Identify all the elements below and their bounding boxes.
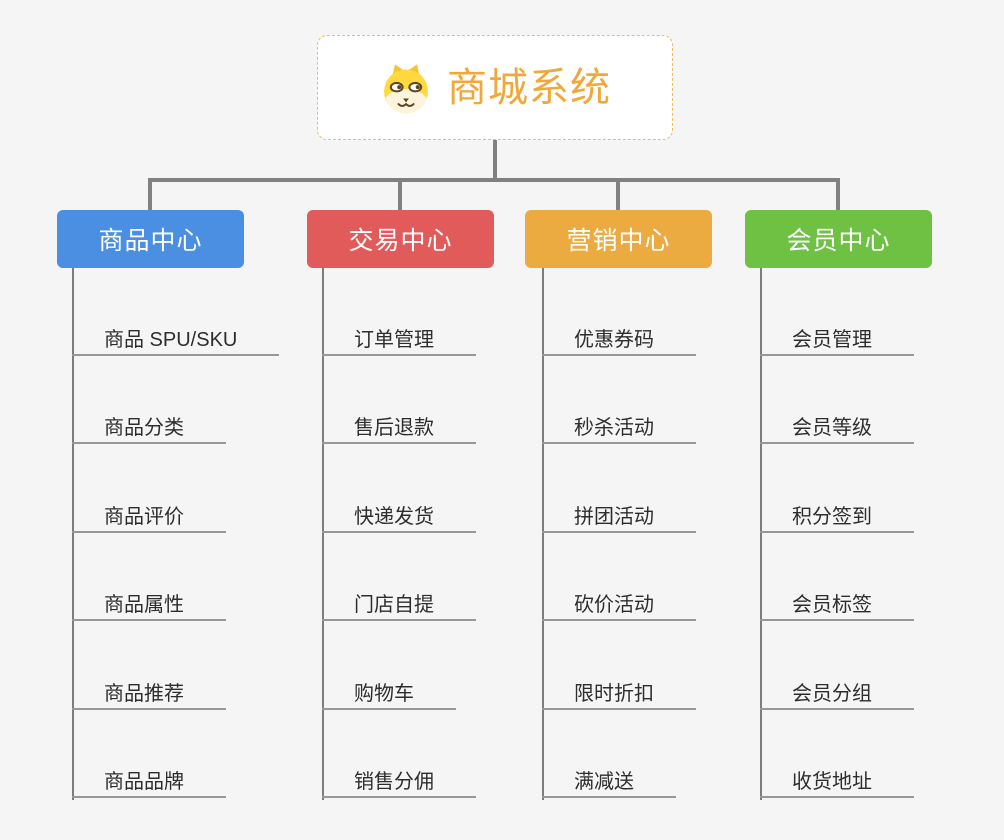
branch-label: 交易中心 xyxy=(348,227,453,255)
leaf-node[interactable]: 砍价活动 xyxy=(542,585,696,621)
shiba-dog-icon xyxy=(384,63,428,113)
branch-drop-connector xyxy=(398,178,402,212)
leaf-node[interactable]: 会员标签 xyxy=(760,585,914,621)
root-node-mall-system[interactable]: 商城系统 xyxy=(317,35,673,140)
branch-product-center[interactable]: 商品中心 xyxy=(57,210,244,268)
leaf-node[interactable]: 限时折扣 xyxy=(542,674,696,710)
leaf-node[interactable]: 商品品牌 xyxy=(72,762,226,798)
leaf-node[interactable]: 订单管理 xyxy=(322,320,476,356)
leaf-node[interactable]: 商品属性 xyxy=(72,585,226,621)
branch-trade-center[interactable]: 交易中心 xyxy=(307,210,494,268)
branch-drop-connector xyxy=(616,178,620,212)
root-title: 商城系统 xyxy=(447,65,611,110)
leaf-node[interactable]: 快递发货 xyxy=(322,497,476,533)
leaf-node[interactable]: 会员等级 xyxy=(760,408,914,444)
leaf-node[interactable]: 拼团活动 xyxy=(542,497,696,533)
branch-member-center[interactable]: 会员中心 xyxy=(745,210,932,268)
branch-label: 商品中心 xyxy=(98,227,203,255)
branch-label: 营销中心 xyxy=(566,227,671,255)
branch-drop-connector xyxy=(148,178,152,212)
leaf-node[interactable]: 秒杀活动 xyxy=(542,408,696,444)
leaf-node[interactable]: 商品分类 xyxy=(72,408,226,444)
leaf-node[interactable]: 销售分佣 xyxy=(322,762,476,798)
leaf-node[interactable]: 商品 SPU/SKU xyxy=(72,320,280,356)
root-stem-connector xyxy=(493,140,497,180)
branch-marketing-center[interactable]: 营销中心 xyxy=(525,210,712,268)
leaf-node[interactable]: 会员管理 xyxy=(760,320,914,356)
branch-bus-connector xyxy=(148,178,840,182)
subtree-line xyxy=(322,268,324,800)
leaf-node[interactable]: 购物车 xyxy=(322,674,456,710)
leaf-node[interactable]: 会员分组 xyxy=(760,674,914,710)
leaf-node[interactable]: 售后退款 xyxy=(322,408,476,444)
leaf-node[interactable]: 门店自提 xyxy=(322,585,476,621)
branch-drop-connector xyxy=(836,178,840,212)
leaf-node[interactable]: 满减送 xyxy=(542,762,676,798)
leaf-node[interactable]: 优惠券码 xyxy=(542,320,696,356)
subtree-line xyxy=(72,268,74,800)
leaf-node[interactable]: 积分签到 xyxy=(760,497,914,533)
subtree-line xyxy=(760,268,762,800)
branch-label: 会员中心 xyxy=(786,227,891,255)
subtree-line xyxy=(542,268,544,800)
leaf-node[interactable]: 商品推荐 xyxy=(72,674,226,710)
leaf-node[interactable]: 商品评价 xyxy=(72,497,226,533)
leaf-node[interactable]: 收货地址 xyxy=(760,762,914,798)
